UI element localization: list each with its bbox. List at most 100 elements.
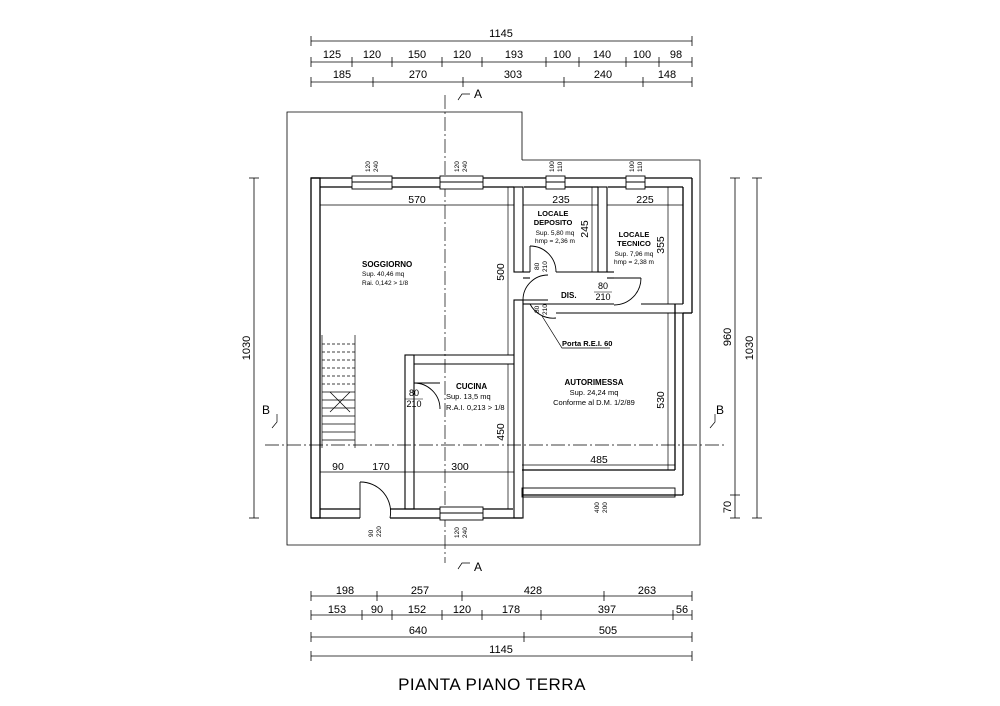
side-dimension-lines	[249, 177, 762, 519]
window-label: 100	[629, 161, 636, 172]
dim-485: 485	[590, 454, 608, 466]
door-label: 210	[542, 261, 549, 272]
window-label: 240	[462, 161, 469, 172]
porta-rei-leader	[541, 315, 610, 349]
dim-label: 152	[408, 604, 426, 616]
bottom-total-dim: 1145	[489, 644, 513, 656]
room-name: LOCALE	[619, 230, 650, 239]
bottom-row2-labels: 153 90 152 120 178 397 56	[328, 604, 688, 616]
interior-walls	[404, 186, 683, 519]
bottom-row1-labels: 198 257 428 263	[336, 585, 656, 597]
dim-225: 225	[636, 194, 654, 206]
porta-rei-label: Porta R.E.I. 60	[562, 339, 612, 348]
dim-label: 428	[524, 585, 542, 597]
room-height: hmp = 2,38 m	[614, 259, 654, 266]
right-960-dim: 960	[722, 328, 734, 346]
window-label: 120	[365, 161, 372, 172]
door-label: 210	[406, 399, 421, 409]
dim-label: 56	[676, 604, 688, 616]
dim-label: 120	[453, 49, 471, 61]
dim-label: 100	[553, 49, 571, 61]
top-row2-labels: 185 270 303 240 148	[333, 69, 676, 81]
door-label: 210	[595, 292, 610, 302]
room-area: Sup. 24,24 mq	[570, 388, 619, 397]
dim-450: 450	[495, 423, 507, 441]
room-cucina: CUCINA Sup. 13,5 mq R.A.I. 0,213 > 1/8	[446, 382, 505, 412]
room-ratio: Rai. 0,142 > 1/8	[362, 280, 408, 287]
section-label-b-left: B	[262, 403, 270, 417]
dim-570: 570	[408, 194, 426, 206]
dim-label: 505	[599, 625, 617, 637]
room-height: hmp = 2,36 m	[535, 238, 575, 245]
dim-90: 90	[332, 461, 344, 473]
dim-500: 500	[495, 263, 507, 281]
door-label: 80	[534, 305, 541, 313]
dim-label: 120	[363, 49, 381, 61]
dim-label: 90	[371, 604, 383, 616]
window-label: 120	[454, 161, 461, 172]
room-area: Sup. 13,5 mq	[446, 392, 491, 401]
dim-245: 245	[579, 220, 591, 238]
exterior-walls	[310, 177, 693, 519]
dim-label: 257	[411, 585, 429, 597]
room-ratio: R.A.I. 0,213 > 1/8	[446, 403, 505, 412]
room-name: SOGGIORNO	[362, 260, 412, 269]
bottom-dimension-chains	[310, 591, 693, 661]
dim-label: 120	[453, 604, 471, 616]
room-tecnico: LOCALE TECNICO Sup. 7,96 mq hmp = 2,38 m	[614, 230, 654, 266]
section-lines	[265, 93, 725, 570]
dim-170: 170	[372, 461, 390, 473]
room-autorimessa: AUTORIMESSA Sup. 24,24 mq Conforme al D.…	[553, 378, 635, 407]
window-label: 400	[594, 502, 601, 513]
window-label: 220	[376, 526, 383, 537]
dim-label: 270	[409, 69, 427, 81]
doors	[359, 245, 642, 519]
dim-label: 198	[336, 585, 354, 597]
room-name: TECNICO	[617, 239, 651, 248]
stairs	[321, 335, 356, 448]
dim-label: 240	[594, 69, 612, 81]
window-label: 200	[602, 502, 609, 513]
dim-label: 125	[323, 49, 341, 61]
window-label: 100	[549, 161, 556, 172]
right-70-dim: 70	[722, 501, 734, 513]
door-label: 210	[542, 304, 549, 315]
dim-label: 98	[670, 49, 682, 61]
door-label: 80	[598, 281, 608, 291]
bottom-row3-labels: 640 505	[409, 625, 617, 637]
internal-dimension-lines	[320, 187, 683, 509]
room-area: Sup. 5,80 mq	[536, 230, 575, 237]
left-total-dim: 1030	[241, 336, 253, 360]
room-deposito: LOCALE DEPOSITO Sup. 5,80 mq hmp = 2,36 …	[534, 209, 575, 245]
dim-235: 235	[552, 194, 570, 206]
window-label: 240	[373, 161, 380, 172]
site-outline	[286, 111, 701, 546]
window-label: 240	[462, 527, 469, 538]
window-label: 120	[454, 527, 461, 538]
window-label: 90	[368, 529, 375, 537]
room-area: Sup. 40,46 mq	[362, 271, 405, 278]
dim-label: 178	[502, 604, 520, 616]
windows	[351, 175, 676, 521]
dim-label: 148	[658, 69, 676, 81]
right-1030-dim: 1030	[744, 336, 756, 360]
room-name: CUCINA	[456, 382, 487, 391]
section-label-b-right: B	[716, 403, 724, 417]
room-note: Conforme al D.M. 1/2/89	[553, 398, 635, 407]
dim-300: 300	[451, 461, 469, 473]
room-name: DEPOSITO	[534, 218, 573, 227]
section-label-a-top: A	[474, 87, 482, 101]
window-label: 110	[557, 161, 564, 172]
dim-label: 640	[409, 625, 427, 637]
door-label: 80	[409, 388, 419, 398]
dim-label: 193	[505, 49, 523, 61]
door-label: 80	[534, 262, 541, 270]
room-area: Sup. 7,96 mq	[615, 251, 654, 258]
top-row1-labels: 125 120 150 120 193 100 140 100 98	[323, 49, 682, 61]
room-dis: DIS.	[561, 291, 577, 300]
room-name: AUTORIMESSA	[565, 378, 624, 387]
top-total-dim: 1145	[489, 28, 513, 40]
dim-label: 185	[333, 69, 351, 81]
dim-label: 140	[593, 49, 611, 61]
